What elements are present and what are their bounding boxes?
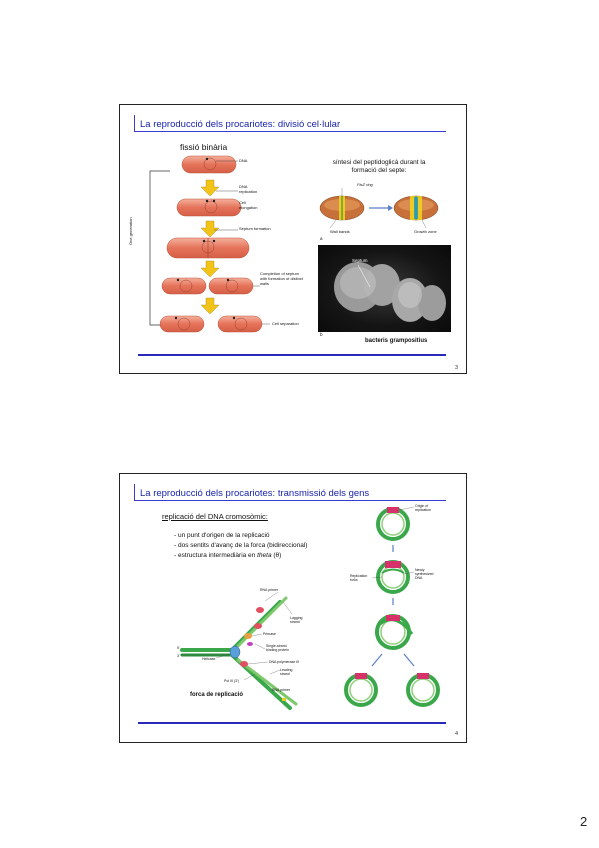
title-rule-top: [134, 131, 446, 132]
fork-label-ssb: Single-strand binding protein: [266, 644, 289, 652]
fork-label-rna-primer-top: RNA primer: [260, 588, 279, 592]
slide-number: 4: [454, 731, 458, 737]
label-origin: Origin of replication: [415, 504, 431, 512]
fork-caption: forca de replicació: [190, 692, 244, 698]
bullet-1: - un punt d'origen de la replicació: [174, 532, 270, 539]
label-newly-synthesized: Newly synthesized DNA: [415, 568, 434, 580]
septum-diagram: [319, 188, 439, 229]
slide-title: La reproducció dels procariotes: transmi…: [140, 488, 370, 499]
replication-heading: replicació del DNA cromosòmic:: [162, 512, 268, 521]
slide-number: 3: [454, 365, 458, 371]
label-wall-bands: Wall bands: [330, 229, 350, 234]
label-dna: DNA: [239, 158, 248, 163]
theta-replication-diagram: [344, 506, 440, 707]
label-panel-b: b: [320, 332, 323, 337]
bullet-2: - dos sentits d'avanç de la forca (bidir…: [174, 542, 308, 549]
label-septum-formation: Septum formation: [239, 226, 271, 231]
fork-label-pol-i: Pol III (3'): [224, 679, 239, 683]
label-septum: Septum: [352, 258, 368, 263]
bottom-rule: [138, 354, 446, 356]
fork-end-5: 5': [177, 646, 180, 650]
label-panel-a: a: [320, 236, 323, 241]
title-rule-left: [134, 115, 135, 132]
fork-label-lagging: Lagging strand: [290, 616, 303, 624]
slide-title: La reproducció dels procariotes: divisió…: [140, 119, 341, 130]
replication-fork-diagram: [180, 591, 298, 710]
fork-label-polymerase: DNA polymerase III: [269, 660, 300, 664]
title-rule-left: [134, 484, 135, 501]
peptidoglycan-heading: síntesi del peptidoglicà durant la forma…: [332, 159, 426, 174]
micrograph: [318, 245, 451, 332]
fork-label-leading: Leading strand: [280, 668, 293, 676]
label-completion: Completion of septum with formation of d…: [260, 271, 303, 286]
fork-label-rna-primer: RNA primer: [272, 688, 291, 692]
fork-label-helicase: Helicase: [202, 657, 216, 661]
bullet-3: - estructura intermediària en theta (θ): [174, 552, 281, 559]
bottom-rule: [138, 722, 446, 724]
binary-fission-diagram: [149, 155, 270, 333]
label-growth-zone: Growth zone: [414, 229, 437, 234]
page-number: 2: [580, 814, 588, 829]
micrograph-caption: bacteris grampositius: [365, 338, 428, 344]
title-rule-top: [134, 500, 446, 501]
bullet-3-text: - estructura intermediària en: [174, 552, 256, 559]
label-cell-separation: Cell separation: [272, 321, 299, 326]
fork-end-3: 3': [177, 654, 180, 658]
label-cell-elongation: Cell elongation: [239, 200, 258, 210]
theta-symbol: (θ): [273, 552, 282, 559]
label-replication-forks: Replication forks: [350, 574, 368, 582]
slide-3: La reproducció dels procariotes: divisió…: [119, 104, 467, 374]
label-dna-replication: DNA replication: [239, 184, 258, 194]
slide-subtitle: fissió binària: [180, 142, 228, 152]
fork-label-primase: Primase: [263, 632, 276, 636]
slide-4: La reproducció dels procariotes: transmi…: [119, 473, 467, 743]
theta-word: theta: [257, 552, 272, 559]
label-ftsz-ring: FtsZ ring: [357, 182, 373, 187]
